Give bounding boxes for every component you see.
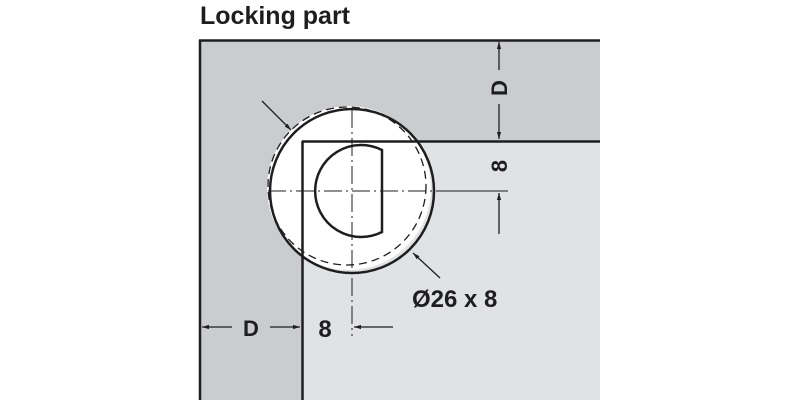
diameter-label: Ø26 x 8 — [412, 286, 497, 313]
right-offset-label: 8 — [487, 160, 512, 172]
locking-cutout — [313, 143, 384, 239]
left-depth-label: D — [243, 316, 259, 341]
right-depth-label: D — [487, 80, 512, 96]
drill-hole-dashed-outline — [267, 106, 427, 266]
dashed-circle-leader — [261, 100, 292, 131]
bottom-offset-label: 8 — [318, 316, 331, 343]
diagram-title: Locking part — [200, 2, 351, 30]
drill-hole-area — [267, 106, 431, 270]
diameter-leader — [412, 252, 441, 279]
